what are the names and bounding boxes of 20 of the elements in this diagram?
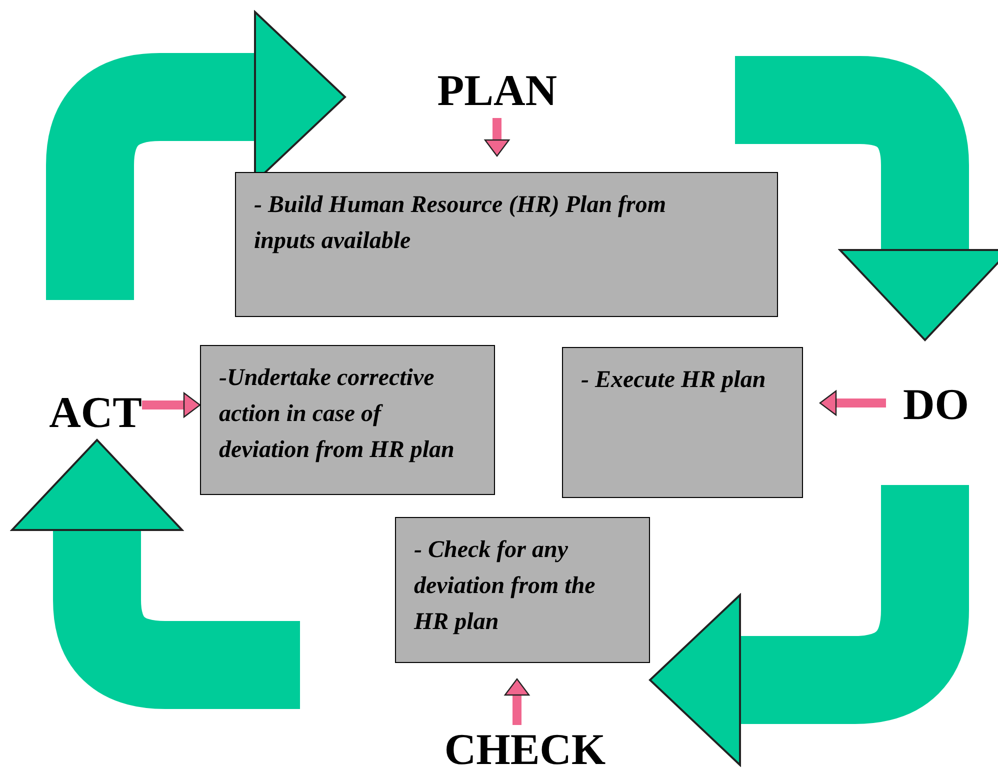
arrow xyxy=(819,390,886,416)
arrow xyxy=(504,678,530,725)
process-box xyxy=(562,347,803,498)
box-text: - Execute HR plan xyxy=(581,366,767,395)
curved-arrow xyxy=(11,439,300,709)
curved-arrow xyxy=(46,11,346,300)
arrow xyxy=(484,118,510,157)
box-text: -Undertake corrective action in case of deviation from HR plan xyxy=(219,364,456,465)
process-box xyxy=(200,345,495,495)
stage-label: PLAN xyxy=(345,64,557,118)
process-box xyxy=(395,517,650,663)
box-text: - Build Human Resource (HR) Plan from inputs available xyxy=(254,191,668,256)
stage-label: CHECK xyxy=(420,725,630,773)
box-text: - Check for any deviation from the HR plan xyxy=(414,536,596,637)
process-box xyxy=(235,172,778,317)
stage-label: ACT xyxy=(12,384,142,440)
curved-arrow xyxy=(649,485,969,766)
stage-label: DO xyxy=(886,340,986,434)
curved-arrow xyxy=(735,56,998,341)
arrow xyxy=(142,392,201,418)
